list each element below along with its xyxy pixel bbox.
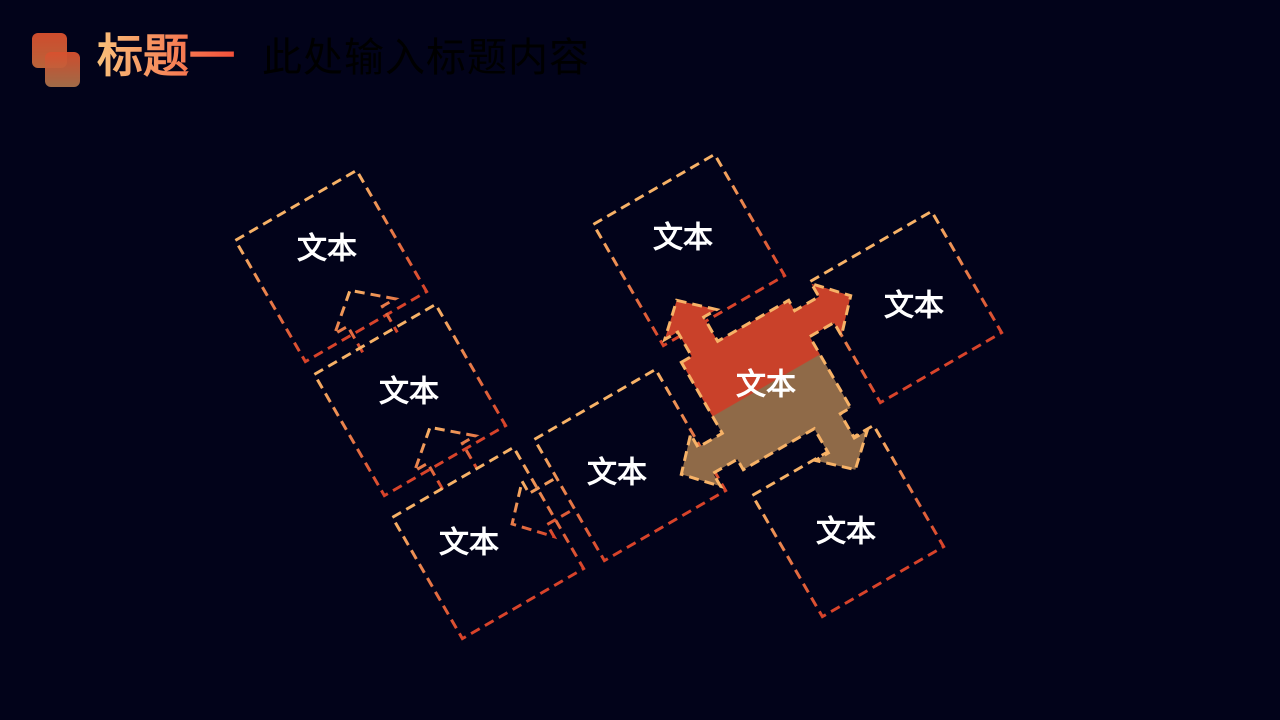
arrow-2 (411, 425, 480, 491)
box-4-label: 文本 (587, 456, 647, 491)
center-box (662, 281, 870, 489)
box-7-label: 文本 (816, 515, 876, 550)
box-1 (233, 168, 429, 364)
box-4 (532, 367, 728, 563)
arrow-1 (331, 288, 400, 354)
box-6 (808, 209, 1004, 405)
title-subtitle: 此处输入标题内容 (262, 35, 590, 81)
box-2 (312, 302, 508, 498)
box-6-label: 文本 (884, 289, 944, 324)
logo-icon (32, 33, 82, 89)
box-1-label: 文本 (297, 232, 357, 267)
arrow-3 (510, 477, 573, 540)
box-5 (591, 152, 787, 348)
center-label: 文本 (736, 368, 796, 403)
box-3-label: 文本 (439, 526, 499, 561)
box-3 (390, 445, 586, 641)
box-2-label: 文本 (379, 375, 439, 410)
box-5-label: 文本 (653, 221, 713, 256)
page-title: 标题一 (97, 29, 235, 83)
